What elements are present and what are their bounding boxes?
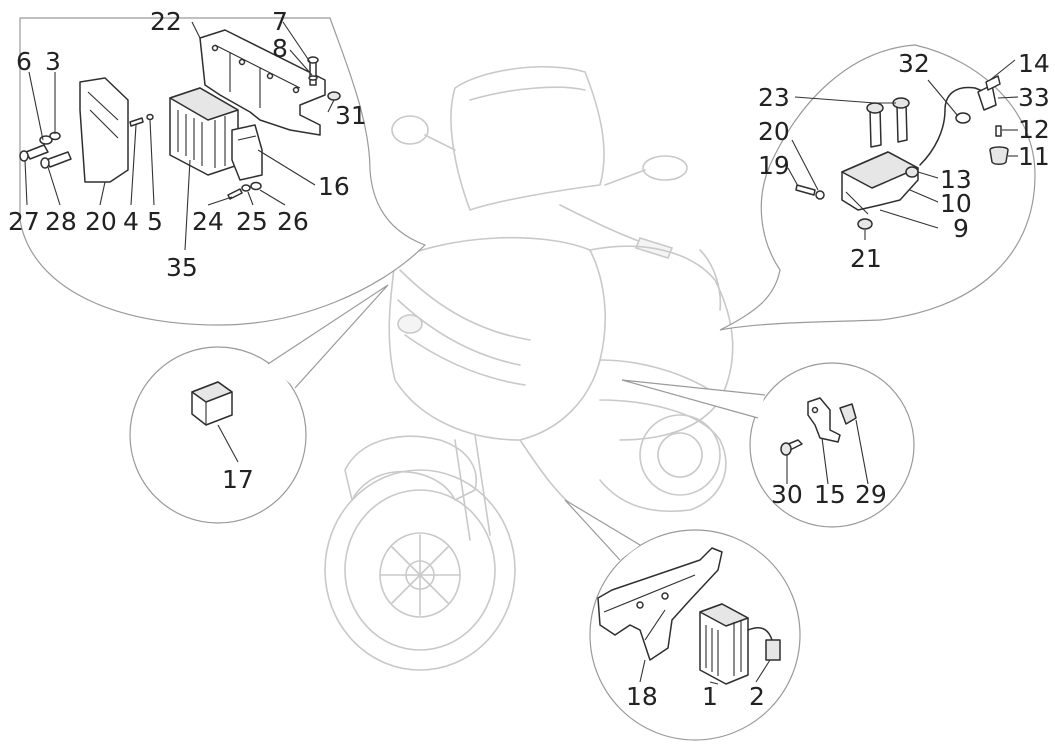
callout-1: 1 xyxy=(702,682,718,711)
callout-20-left: 20 xyxy=(85,207,117,236)
callout-23: 23 xyxy=(758,83,790,112)
callout-5: 5 xyxy=(147,207,163,236)
callout-22: 22 xyxy=(150,7,182,36)
parts-top-left xyxy=(19,29,341,200)
callout-19: 19 xyxy=(758,151,790,180)
callout-28: 28 xyxy=(45,207,77,236)
callout-27: 27 xyxy=(8,207,40,236)
callout-32: 32 xyxy=(898,49,930,78)
callout-30: 30 xyxy=(771,480,803,509)
callout-14: 14 xyxy=(1018,49,1050,78)
callout-24: 24 xyxy=(192,207,224,236)
parts-right xyxy=(780,397,857,456)
part-17 xyxy=(191,381,233,426)
parts-bottom xyxy=(597,547,781,685)
callout-6: 6 xyxy=(16,47,32,76)
callout-29: 29 xyxy=(855,480,887,509)
bubble-right xyxy=(749,362,915,528)
callout-3: 3 xyxy=(45,47,61,76)
callout-33: 33 xyxy=(1018,83,1050,112)
callout-16: 16 xyxy=(318,172,350,201)
callout-15: 15 xyxy=(814,480,846,509)
callout-11: 11 xyxy=(1018,142,1050,171)
callout-20-right: 20 xyxy=(758,117,790,146)
leader-lines xyxy=(24,21,1019,685)
callout-17: 17 xyxy=(222,465,254,494)
callout-35: 35 xyxy=(166,253,198,282)
callout-21: 21 xyxy=(850,244,882,273)
callout-12: 12 xyxy=(1018,115,1050,144)
callout-7: 7 xyxy=(272,7,288,36)
callout-26: 26 xyxy=(277,207,309,236)
scooter-outline xyxy=(324,66,734,671)
callout-25: 25 xyxy=(236,207,268,236)
callout-2: 2 xyxy=(749,682,765,711)
callout-13: 13 xyxy=(940,165,972,194)
bubble-left xyxy=(129,346,307,524)
callout-4: 4 xyxy=(123,207,139,236)
callout-9: 9 xyxy=(953,214,969,243)
callout-18: 18 xyxy=(626,682,658,711)
callout-10: 10 xyxy=(940,189,972,218)
callout-31: 31 xyxy=(335,101,367,130)
callout-8: 8 xyxy=(272,34,288,63)
callout-labels: 22 7 8 6 3 31 16 27 28 20 4 5 24 25 26 3… xyxy=(8,7,1050,711)
